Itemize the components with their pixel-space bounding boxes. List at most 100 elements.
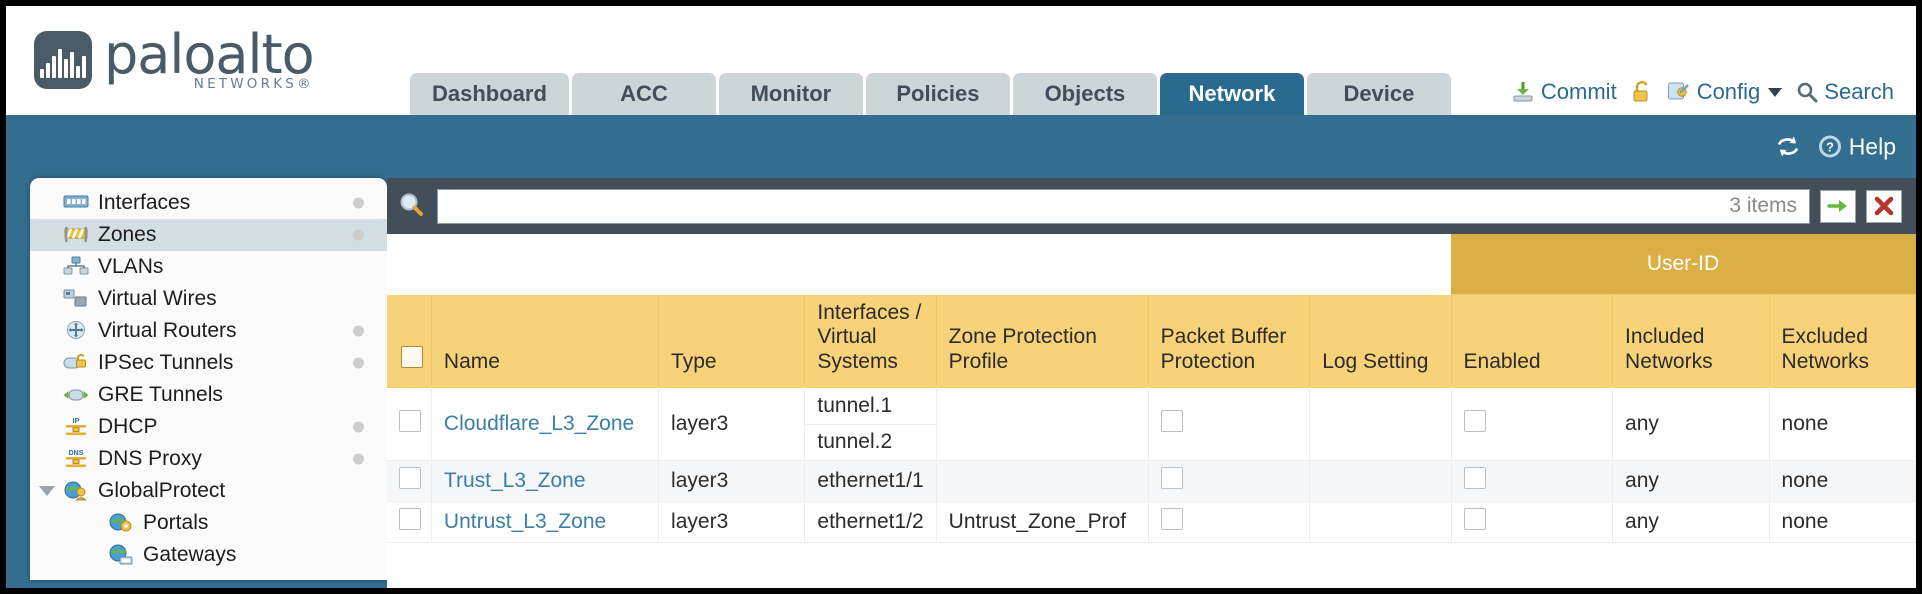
cell-name[interactable]: Trust_L3_Zone: [431, 460, 660, 502]
sidebar-item-zones[interactable]: Zones: [30, 219, 387, 251]
tab-device[interactable]: Device: [1306, 73, 1451, 115]
zones-icon: [63, 224, 89, 246]
row-checkbox[interactable]: [399, 466, 421, 489]
cell-excluded-networks: none: [1769, 387, 1916, 461]
lock-button[interactable]: [1631, 80, 1653, 104]
status-dot: [353, 453, 364, 465]
packet-buffer-protection-checkbox[interactable]: [1160, 409, 1183, 432]
column-header-packet-buffer-protection[interactable]: Packet Buffer Protection: [1148, 294, 1311, 388]
packet-buffer-protection-checkbox[interactable]: [1160, 466, 1183, 489]
row-select-cell[interactable]: [387, 460, 432, 502]
sidebar-item-interfaces[interactable]: Interfaces: [30, 187, 387, 219]
userid-enabled-checkbox[interactable]: [1463, 466, 1486, 489]
top-actions: Commit Config: [1511, 79, 1894, 105]
cell-zone-protection-profile: [936, 387, 1149, 461]
table-row[interactable]: Untrust_L3_Zone layer3 ethernet1/2 Untru…: [387, 501, 1916, 543]
search-button[interactable]: Search: [1796, 79, 1894, 105]
row-checkbox[interactable]: [399, 409, 421, 432]
chevron-down-icon[interactable]: [1768, 87, 1783, 97]
column-header-included-networks[interactable]: Included Networks: [1612, 294, 1770, 388]
refresh-button[interactable]: [1775, 135, 1801, 159]
help-button[interactable]: ? Help: [1817, 133, 1896, 160]
sidebar-item-label: GRE Tunnels: [98, 383, 223, 406]
cell-userid-enabled[interactable]: [1451, 387, 1614, 461]
gateways-icon: [108, 544, 134, 566]
column-header-enabled[interactable]: Enabled: [1451, 294, 1614, 388]
tab-acc[interactable]: ACC: [571, 73, 716, 115]
column-header-log-setting[interactable]: Log Setting: [1309, 294, 1452, 388]
config-menu[interactable]: Config: [1667, 79, 1783, 105]
filter-bar: 3 items: [387, 178, 1916, 234]
apply-filter-button[interactable]: [1820, 189, 1856, 223]
cell-excluded-networks: none: [1769, 501, 1916, 543]
table-body: Cloudflare_L3_Zone layer3 tunnel.1 tunne…: [387, 387, 1916, 543]
clear-filter-button[interactable]: [1866, 189, 1902, 223]
content-panel: 3 items: [387, 178, 1916, 588]
sidebar-item-portals[interactable]: Portals: [30, 507, 387, 539]
sidebar-list: Interfaces Zones: [30, 178, 387, 571]
cell-type: layer3: [658, 387, 806, 461]
commit-button[interactable]: Commit: [1511, 79, 1617, 105]
cell-userid-enabled[interactable]: [1451, 460, 1614, 502]
brand-logo: paloalto NETWORKS®: [34, 28, 315, 92]
tab-policies[interactable]: Policies: [865, 73, 1010, 115]
page-body: Interfaces Zones: [6, 178, 1916, 588]
zone-name-link[interactable]: Untrust_L3_Zone: [443, 509, 607, 533]
tab-objects[interactable]: Objects: [1012, 73, 1157, 115]
sidebar-item-virtual-routers[interactable]: Virtual Routers: [30, 315, 387, 347]
cell-type: layer3: [658, 460, 806, 502]
packet-buffer-protection-checkbox[interactable]: [1160, 507, 1183, 530]
band-actions: ? Help: [1775, 133, 1896, 160]
firewall-web-ui: paloalto NETWORKS® Dashboard ACC Monitor…: [6, 6, 1916, 588]
sidebar-item-ipsec-tunnels[interactable]: IPSec Tunnels: [30, 347, 387, 379]
sidebar-item-label: IPSec Tunnels: [98, 351, 234, 374]
sidebar-item-globalprotect[interactable]: GlobalProtect: [30, 475, 387, 507]
sidebar-item-label: DHCP: [98, 415, 158, 438]
column-header-name[interactable]: Name: [431, 294, 660, 388]
sidebar-item-label: Virtual Routers: [98, 319, 237, 342]
close-icon: [1874, 196, 1894, 216]
chevron-down-icon[interactable]: [39, 486, 55, 496]
tab-monitor[interactable]: Monitor: [718, 73, 863, 115]
userid-enabled-checkbox[interactable]: [1463, 409, 1486, 432]
row-checkbox[interactable]: [399, 507, 421, 530]
row-select-cell[interactable]: [387, 501, 432, 543]
cell-packet-buffer-protection[interactable]: [1148, 387, 1311, 461]
zone-name-link[interactable]: Trust_L3_Zone: [443, 468, 586, 492]
sidebar-item-gre-tunnels[interactable]: GRE Tunnels: [30, 379, 387, 411]
userid-enabled-checkbox[interactable]: [1463, 507, 1486, 530]
column-header-zone-protection-profile[interactable]: Zone Protection Profile: [936, 294, 1149, 388]
group-header-spacer: [387, 234, 1452, 295]
status-dot: [353, 229, 364, 241]
filter-input[interactable]: 3 items: [437, 188, 1810, 224]
sidebar-item-dhcp[interactable]: IP DHCP: [30, 411, 387, 443]
config-icon: [1667, 80, 1691, 104]
select-all-checkbox[interactable]: [401, 346, 423, 369]
cell-name[interactable]: Untrust_L3_Zone: [431, 501, 660, 543]
sidebar-item-dns-proxy[interactable]: DNS DNS Proxy: [30, 443, 387, 475]
table-header-row: Name Type Interfaces / Virtual Systems Z…: [387, 294, 1916, 388]
sidebar-item-label: GlobalProtect: [98, 479, 226, 502]
cell-userid-enabled[interactable]: [1451, 501, 1614, 543]
column-header-type[interactable]: Type: [658, 294, 806, 388]
portals-icon: [108, 512, 134, 534]
filter-search-icon[interactable]: [397, 191, 427, 221]
table-row[interactable]: Trust_L3_Zone layer3 ethernet1/1: [387, 460, 1916, 502]
sidebar-item-vlans[interactable]: VLANs: [30, 251, 387, 283]
dns-proxy-icon: DNS: [63, 448, 89, 470]
column-header-excluded-networks[interactable]: Excluded Networks: [1769, 294, 1916, 388]
cell-name[interactable]: Cloudflare_L3_Zone: [431, 387, 660, 461]
tab-dashboard[interactable]: Dashboard: [410, 73, 569, 115]
select-all-header[interactable]: [387, 294, 432, 388]
tab-network[interactable]: Network: [1159, 73, 1304, 115]
sidebar-item-gateways[interactable]: Gateways: [30, 539, 387, 571]
column-header-interfaces[interactable]: Interfaces / Virtual Systems: [804, 294, 937, 388]
sidebar-item-label: Zones: [98, 223, 157, 246]
sidebar-item-virtual-wires[interactable]: Virtual Wires: [30, 283, 387, 315]
row-select-cell[interactable]: [387, 387, 432, 461]
arrow-right-icon: [1827, 197, 1849, 215]
cell-packet-buffer-protection[interactable]: [1148, 501, 1311, 543]
globalprotect-icon: [63, 480, 89, 502]
zone-name-link[interactable]: Cloudflare_L3_Zone: [443, 411, 635, 435]
cell-packet-buffer-protection[interactable]: [1148, 460, 1311, 502]
